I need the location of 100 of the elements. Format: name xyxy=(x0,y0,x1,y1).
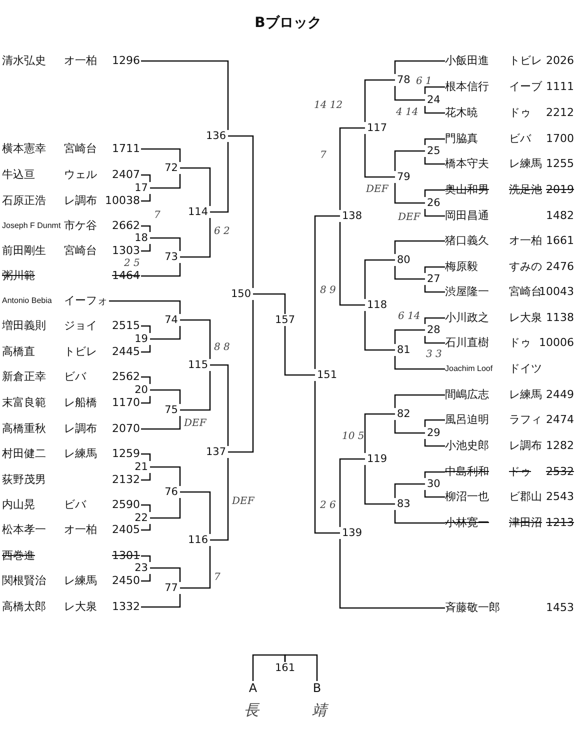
player-name: 猪口義久 xyxy=(445,234,489,248)
player-number: 2474 xyxy=(546,413,574,427)
bracket-line xyxy=(424,157,445,165)
bracket-line xyxy=(394,60,445,74)
club-name: すみの xyxy=(509,260,542,274)
player-number: 2019 xyxy=(546,183,574,197)
bracket-line xyxy=(180,167,211,206)
match-number: 118 xyxy=(365,299,389,311)
match-number: 139 xyxy=(340,527,364,539)
bracket-line xyxy=(150,466,181,486)
handwritten-note: DEF xyxy=(184,418,206,429)
handwritten-note: 2 5 xyxy=(124,258,140,269)
bracket-line xyxy=(141,345,151,353)
club-name: ドゥ xyxy=(509,465,531,479)
bracket-line xyxy=(141,396,151,404)
bracket-line xyxy=(394,483,425,498)
match-number: 23 xyxy=(126,562,150,574)
player-number: 10038 xyxy=(105,194,140,208)
player-number: 1259 xyxy=(112,447,140,461)
player-number: 10043 xyxy=(539,285,574,299)
player-name: 内山晃 xyxy=(2,498,35,512)
player-number: 1282 xyxy=(546,439,574,453)
handwritten-note: 靖 xyxy=(312,702,327,719)
handwritten-note: 8 9 xyxy=(320,285,336,296)
bracket-line xyxy=(141,504,151,512)
bracket-line xyxy=(424,419,445,427)
player-name: 増田義則 xyxy=(2,319,46,333)
player-name: Joseph F Dunmt xyxy=(2,220,61,232)
player-number: 2405 xyxy=(112,523,140,537)
match-number: 76 xyxy=(156,486,180,498)
bracket-line xyxy=(364,465,395,505)
handwritten-note: DEF xyxy=(398,212,420,223)
handwritten-note: 長 xyxy=(244,702,259,719)
bracket-line xyxy=(394,86,425,101)
bracket-line xyxy=(141,174,151,182)
match-number: 20 xyxy=(126,384,150,396)
club-name: 宮崎台 xyxy=(64,142,97,156)
bracket-line xyxy=(314,215,340,369)
bracket-line xyxy=(150,174,181,189)
player-number: 1303 xyxy=(112,244,140,258)
player-name: 横本憲幸 xyxy=(2,142,46,156)
handwritten-note: 10 5 xyxy=(342,431,364,442)
player-name: 小川政之 xyxy=(445,311,489,325)
handwritten-note: 7 xyxy=(320,150,326,161)
bracket-line xyxy=(339,127,365,210)
club-name: レ練馬 xyxy=(509,388,542,402)
match-number: 72 xyxy=(156,162,180,174)
match-number: 150 xyxy=(229,288,253,300)
match-number: 79 xyxy=(395,171,419,183)
club-name: レ大泉 xyxy=(509,311,542,325)
player-name: 村田健二 xyxy=(2,447,46,461)
player-number: 2070 xyxy=(112,422,140,436)
player-name: 柳沼一也 xyxy=(445,490,489,504)
bracket-line xyxy=(339,222,365,306)
player-number: 1138 xyxy=(546,311,574,325)
player-number: 2445 xyxy=(112,345,140,359)
title: Bブロック xyxy=(254,14,322,32)
player-name: 高橋直 xyxy=(2,345,35,359)
player-name: 小飯田進 xyxy=(445,54,489,68)
bracket-line xyxy=(424,86,445,94)
club-name: ウェル xyxy=(64,168,97,182)
club-name: 洗足池 xyxy=(509,183,542,197)
match-number: 27 xyxy=(425,273,449,285)
bracket-line xyxy=(284,326,315,376)
player-number: 2450 xyxy=(112,574,140,588)
match-number: 22 xyxy=(126,512,150,524)
club-name: オ一柏 xyxy=(509,234,542,248)
club-name: レ船橋 xyxy=(64,396,97,410)
club-name: レ調布 xyxy=(64,422,97,436)
handwritten-note: 6 1 xyxy=(416,76,432,87)
match-number: 157 xyxy=(273,314,297,326)
bracket-line xyxy=(424,189,445,197)
bracket-line xyxy=(424,471,445,478)
player-name: 花木暁 xyxy=(445,106,478,120)
bracket-line xyxy=(150,567,181,582)
bracket-line xyxy=(180,491,211,534)
player-number: 1111 xyxy=(546,80,574,94)
club-name: レ練馬 xyxy=(64,574,97,588)
bracket-line xyxy=(109,300,181,314)
player-number: 1464 xyxy=(112,269,140,283)
player-name: 前田剛生 xyxy=(2,244,46,258)
bracket-line xyxy=(141,244,151,252)
player-number: 10006 xyxy=(539,336,574,350)
bracket-line xyxy=(141,555,151,562)
player-name: 石川直樹 xyxy=(445,336,489,350)
club-name: イーフォ xyxy=(64,294,108,308)
match-number: 161 xyxy=(273,662,297,674)
bracket-line xyxy=(424,285,445,293)
club-name: レ調布 xyxy=(509,439,542,453)
match-number: 25 xyxy=(425,145,449,157)
bracket-label: B xyxy=(305,681,329,695)
handwritten-note: 6 14 xyxy=(398,311,420,322)
player-number: 2590 xyxy=(112,498,140,512)
player-number: 1255 xyxy=(546,157,574,171)
bracket-line xyxy=(141,194,151,202)
player-name: 高橋重秋 xyxy=(2,422,46,436)
player-name: 新倉正幸 xyxy=(2,370,46,384)
match-number: 83 xyxy=(395,498,419,510)
bracket-line xyxy=(424,317,445,324)
match-number: 136 xyxy=(204,130,228,142)
